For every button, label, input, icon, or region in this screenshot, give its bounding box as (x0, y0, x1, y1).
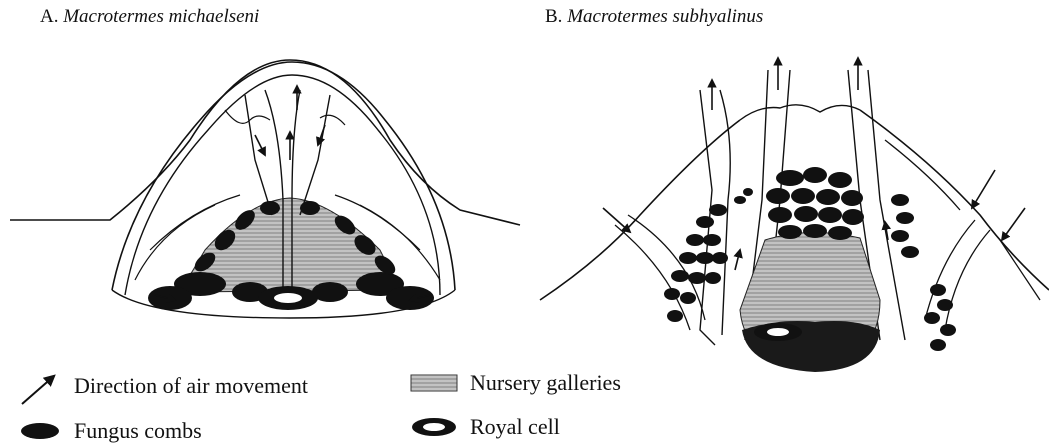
arrow-icon (18, 366, 62, 406)
panel-a-mound (10, 60, 520, 318)
legend-nursery-label: Nursery galleries (470, 370, 621, 396)
legend-royal-cell: Royal cell (410, 414, 560, 440)
legend-air-label: Direction of air movement (74, 373, 308, 399)
royal-cell-icon (410, 416, 458, 438)
legend-fungus-combs: Fungus combs (18, 418, 202, 444)
hatched-swatch-icon (410, 374, 458, 392)
legend-fungus-label: Fungus combs (74, 418, 202, 444)
legend-air-movement: Direction of air movement (18, 366, 308, 406)
legend-royal-label: Royal cell (470, 414, 560, 440)
legend-nursery-galleries: Nursery galleries (410, 370, 621, 396)
panel-b-royal-cell (742, 321, 880, 372)
fungus-comb-icon (18, 420, 62, 442)
panel-a-royal-cell (258, 286, 318, 310)
panel-b-mound (540, 58, 1049, 372)
